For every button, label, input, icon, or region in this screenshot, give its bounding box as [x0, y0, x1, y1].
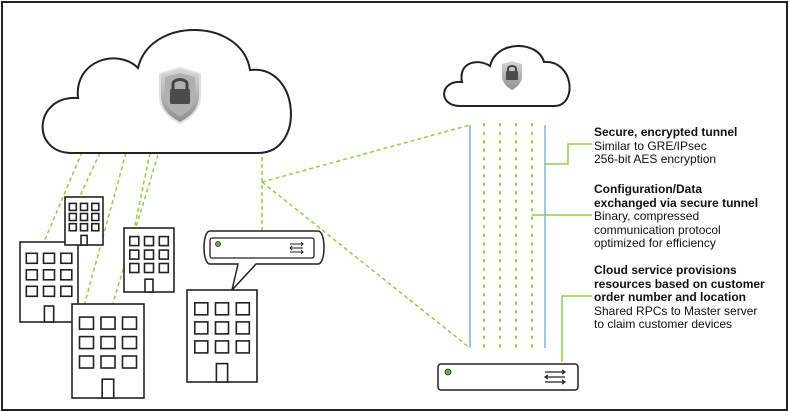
building-door — [215, 362, 229, 383]
annotation-detail: Similar to GRE/IPsec — [594, 138, 707, 153]
shield-lock-icon — [502, 61, 522, 90]
building-window — [78, 355, 95, 369]
annotation-detail: communication protocol — [594, 222, 721, 237]
network-appliance-icon — [209, 237, 315, 259]
bidirectional-arrows-icon — [543, 369, 567, 385]
building-window — [121, 355, 138, 369]
annotation-cloud-provisioning: Cloud service provisions resources based… — [594, 263, 786, 332]
buildings — [19, 196, 258, 399]
building-window — [100, 335, 116, 350]
building-window — [214, 340, 230, 354]
building-window — [158, 262, 170, 274]
building-window — [42, 252, 56, 265]
building-window — [91, 212, 100, 222]
building-window — [214, 301, 230, 316]
annotation-config-exchange: Configuration/Data exchanged via secure … — [594, 182, 786, 251]
building-window — [68, 212, 78, 222]
building-window — [68, 202, 78, 212]
building-window — [129, 249, 140, 260]
building-window — [158, 249, 170, 260]
building-window — [143, 235, 155, 247]
building-door — [80, 234, 88, 246]
annotation-detail: Shared RPCs to Master server — [594, 303, 758, 318]
callout-leaders — [532, 143, 592, 362]
building-window — [42, 285, 56, 298]
office-building-icon — [19, 241, 79, 323]
building-door — [43, 305, 55, 323]
office-building-icon — [186, 289, 258, 383]
office-building-icon — [71, 303, 145, 399]
office-building-icon — [64, 196, 104, 246]
perspective-connectors — [261, 124, 471, 349]
building-window — [194, 321, 209, 335]
shield-lock-icon — [159, 66, 201, 125]
building-door — [144, 278, 154, 293]
building-window — [25, 252, 39, 265]
device-callout-bubble — [203, 230, 325, 293]
annotation-secure-tunnel: Secure, encrypted tunnel Similar to GRE/… — [594, 125, 786, 167]
annotation-detail: optimized for efficiency — [594, 236, 716, 250]
annotation-title: Configuration/Data exchanged via secure … — [594, 182, 759, 210]
building-window — [79, 202, 89, 212]
building-window — [158, 235, 170, 247]
building-window — [78, 335, 95, 350]
bidirectional-arrows-icon — [289, 241, 304, 255]
tunnel-data-streams — [483, 123, 533, 351]
building-window — [100, 355, 116, 369]
building-window — [59, 285, 73, 298]
building-window — [121, 316, 138, 330]
building-window — [194, 301, 209, 316]
status-led — [444, 368, 452, 376]
building-window — [79, 222, 89, 232]
annotation-title: Secure, encrypted tunnel — [594, 125, 738, 139]
network-appliance-icon — [437, 363, 579, 391]
building-window — [59, 252, 73, 265]
building-window — [235, 321, 251, 335]
building-window — [235, 340, 251, 354]
building-window — [42, 268, 56, 281]
building-window — [91, 222, 100, 232]
office-building-icon — [123, 227, 175, 293]
building-window — [143, 249, 155, 260]
annotation-detail: 256-bit AES encryption — [594, 152, 717, 166]
building-window — [235, 301, 251, 316]
building-window — [129, 235, 140, 247]
building-window — [59, 268, 73, 281]
building-window — [25, 268, 39, 281]
building-window — [25, 285, 39, 298]
building-window — [214, 321, 230, 335]
building-window — [68, 222, 78, 232]
building-window — [129, 262, 140, 274]
annotation-detail: Binary, compressed — [594, 209, 700, 223]
status-led — [215, 241, 221, 247]
building-window — [121, 335, 138, 350]
building-window — [194, 340, 209, 354]
building-window — [100, 316, 116, 330]
building-window — [79, 212, 89, 222]
building-door — [101, 378, 115, 399]
annotation-detail: to claim customer devices — [594, 317, 733, 331]
building-window — [91, 202, 100, 212]
building-window — [78, 316, 95, 330]
building-window — [143, 262, 155, 274]
annotation-title: Cloud service provisions resources based… — [594, 263, 765, 304]
